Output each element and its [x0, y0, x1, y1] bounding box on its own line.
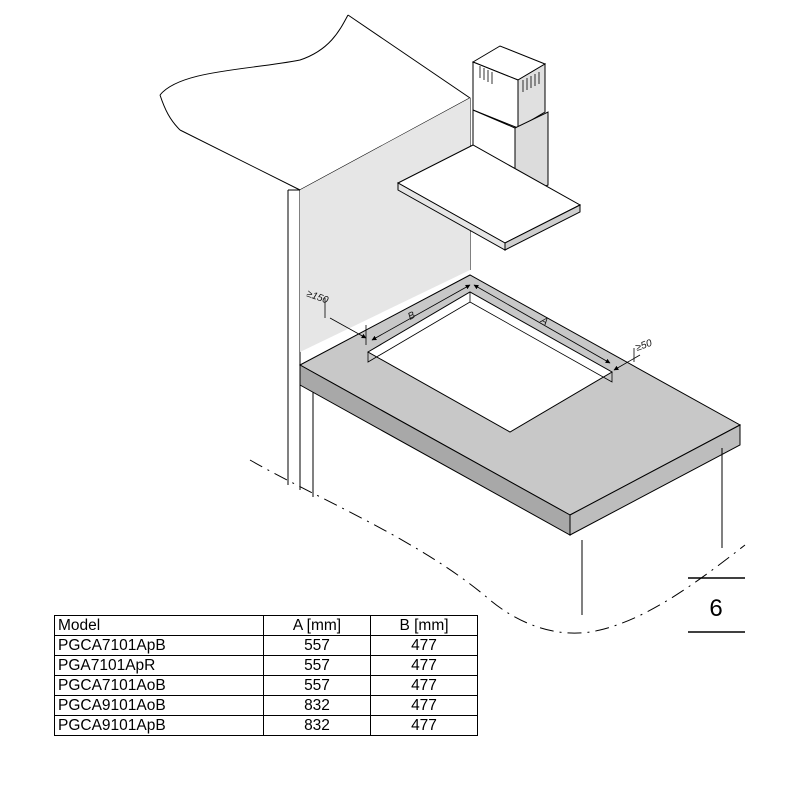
cell-b: 477	[370, 695, 478, 716]
chimney-hood	[396, 45, 582, 251]
table-row: PGCA7101AoB 557 477	[54, 675, 478, 696]
dimension-a	[473, 284, 611, 364]
cell-model: PGA7101ApR	[54, 655, 264, 676]
table-row: PGA7101ApR 557 477	[54, 655, 478, 676]
base-cabinet	[249, 392, 746, 634]
cell-a: 557	[263, 635, 371, 656]
page-number: 6	[709, 595, 722, 622]
back-clearance-label: ≥50	[634, 338, 654, 354]
header-a: A [mm]	[263, 615, 371, 636]
cell-b: 477	[370, 635, 478, 656]
dimension-back-clearance	[613, 348, 641, 371]
cell-a: 557	[263, 675, 371, 696]
header-b: B [mm]	[370, 615, 478, 636]
cell-b: 477	[370, 675, 478, 696]
cell-b: 477	[370, 655, 478, 676]
cell-a: 557	[263, 655, 371, 676]
model-dimensions-table: Model A [mm] B [mm] PGCA7101ApB 557 477 …	[54, 615, 478, 736]
table-row: PGCA7101ApB 557 477	[54, 635, 478, 656]
cell-a: 832	[263, 695, 371, 716]
table-header-row: Model A [mm] B [mm]	[54, 615, 478, 636]
header-model: Model	[54, 615, 264, 636]
cell-model: PGCA7101AoB	[54, 675, 264, 696]
dimension-side-clearance	[324, 298, 367, 345]
cell-a: 832	[263, 715, 371, 736]
hood-vent-slots	[479, 66, 540, 92]
side-wall	[287, 189, 301, 490]
cell-b: 477	[370, 715, 478, 736]
dimension-b-label: B	[406, 310, 417, 323]
table-row: PGCA9101ApB 832 477	[54, 715, 478, 736]
dimension-b	[371, 284, 471, 341]
cell-model: PGCA7101ApB	[54, 635, 264, 656]
cell-model: PGCA9101ApB	[54, 715, 264, 736]
table-row: PGCA9101AoB 832 477	[54, 695, 478, 716]
cell-model: PGCA9101AoB	[54, 695, 264, 716]
